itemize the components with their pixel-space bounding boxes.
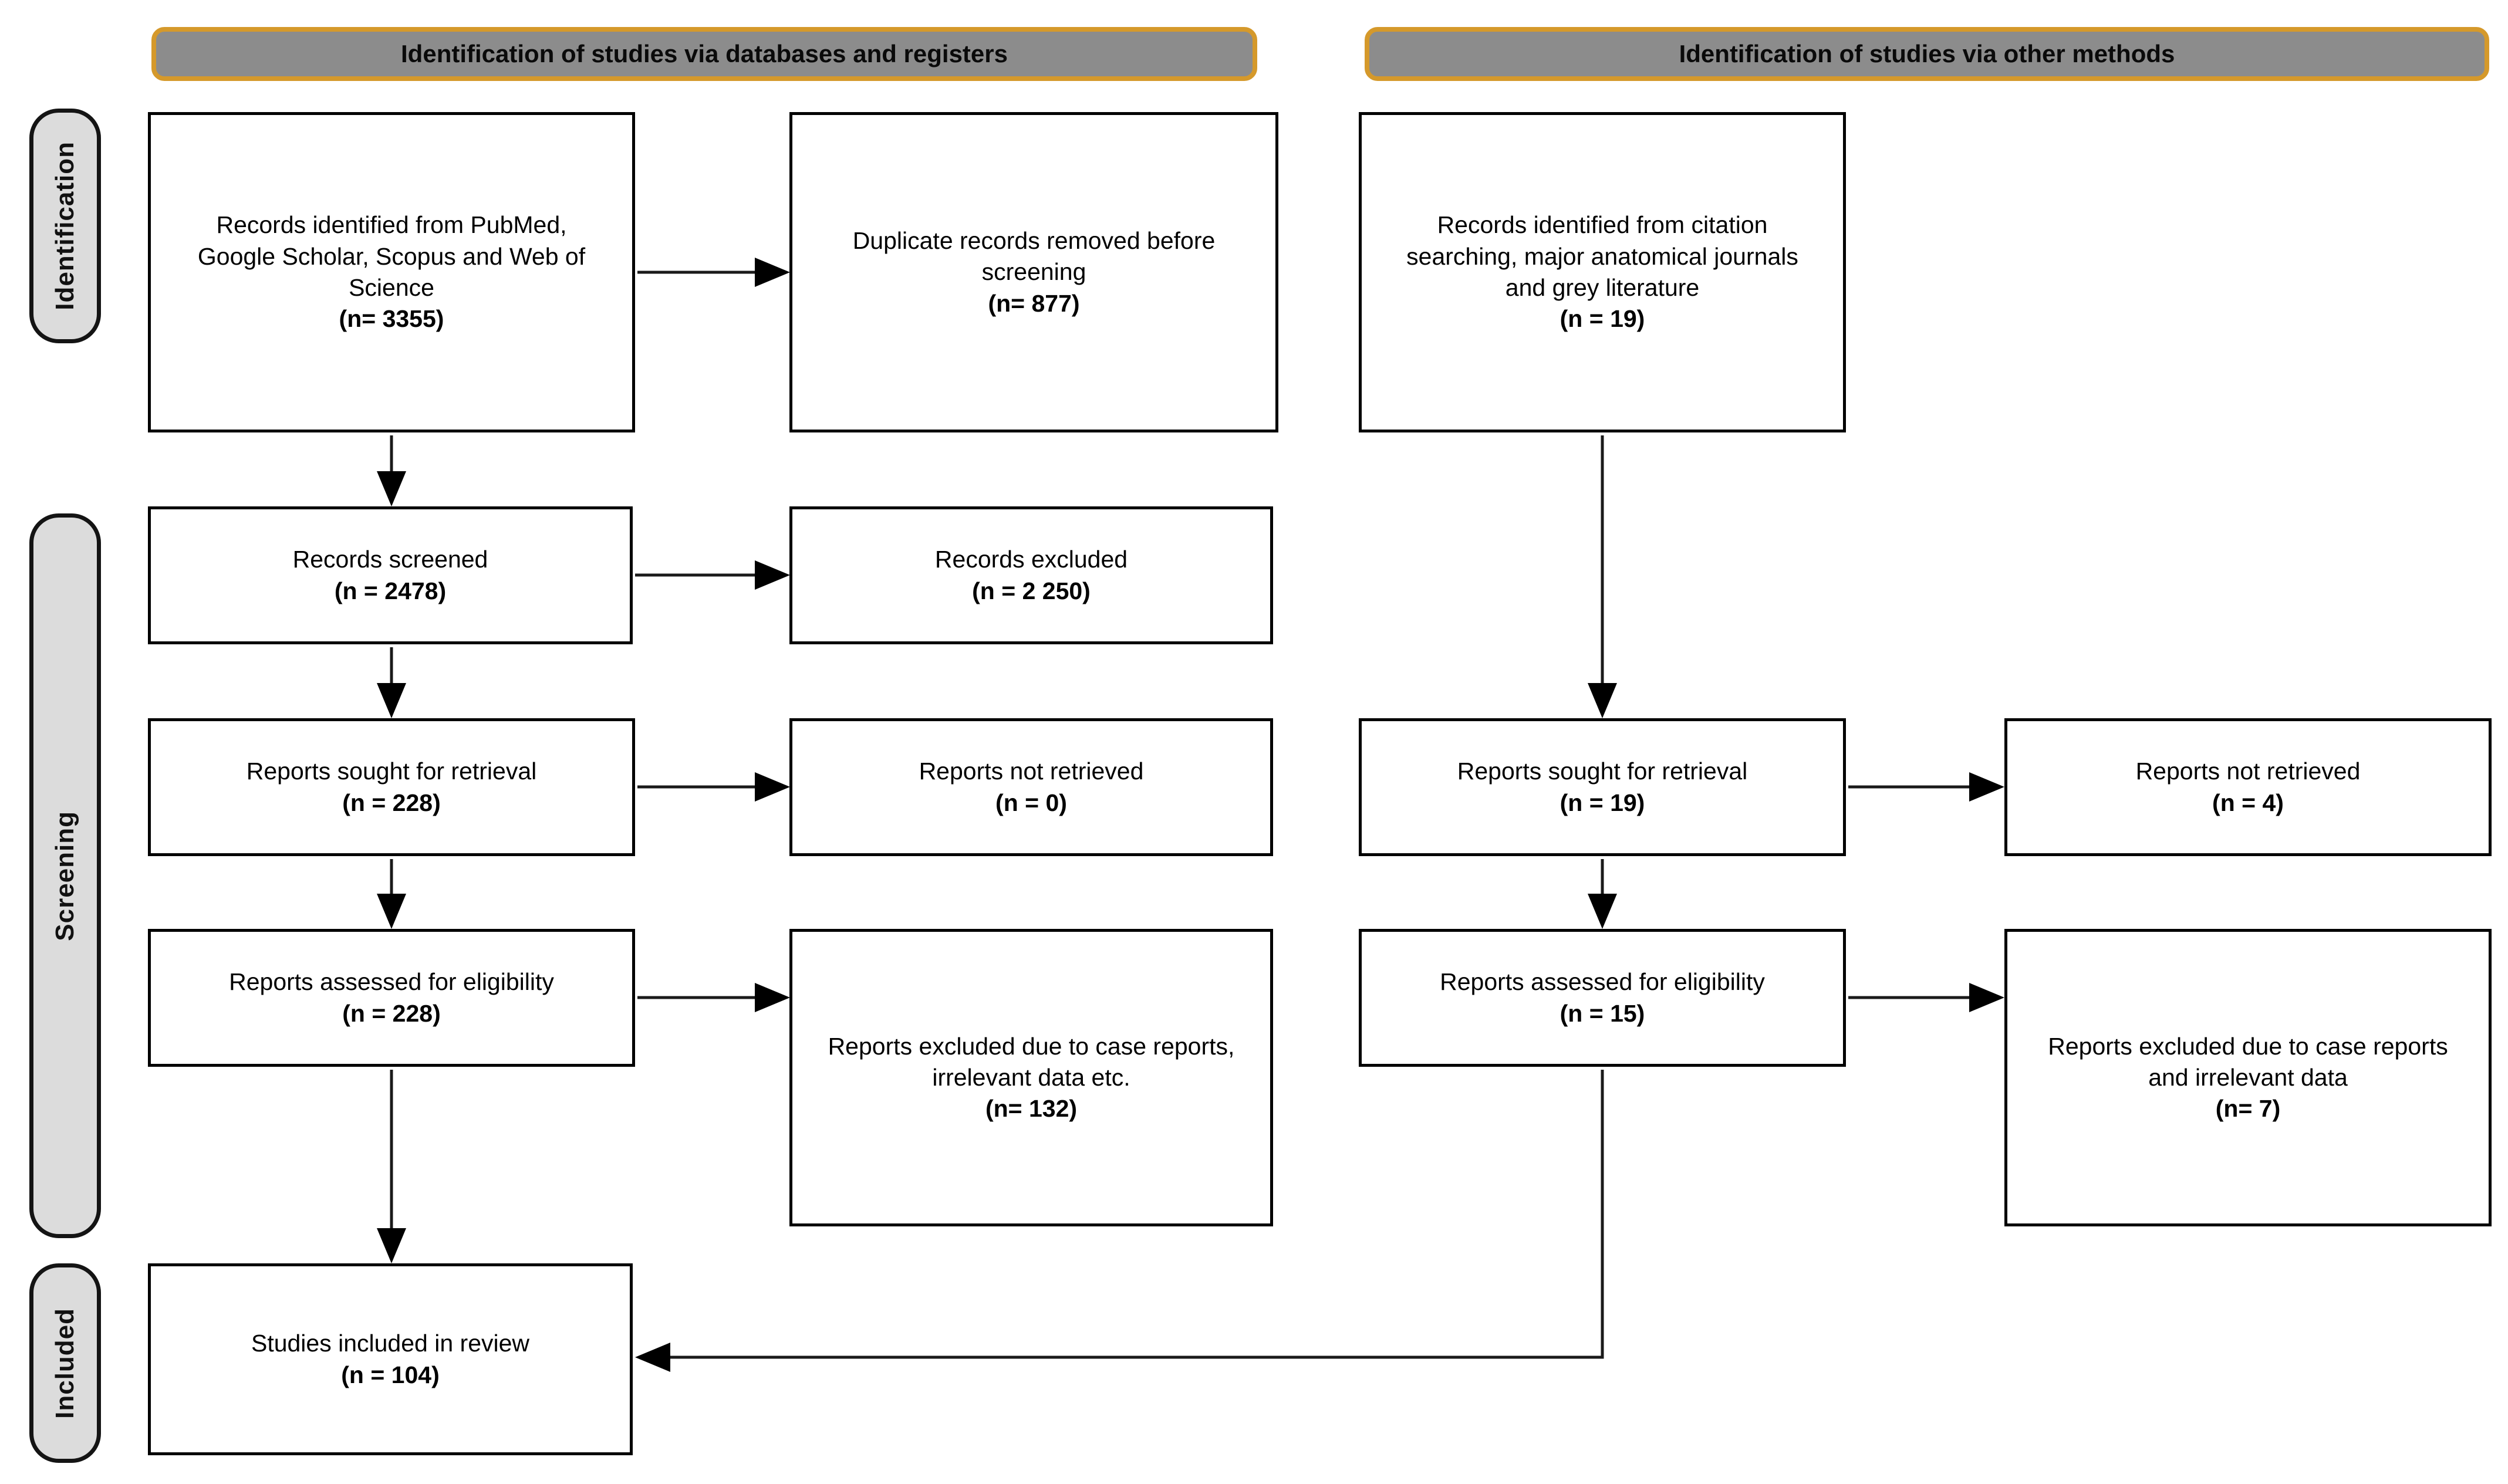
box-text: Duplicate records removed before screeni… (852, 227, 1216, 286)
box-text: Reports assessed for eligibility (1440, 968, 1765, 996)
box-count: (n= 7) (2215, 1095, 2281, 1123)
stage-label-screening: Screening (29, 513, 101, 1238)
box-count: (n= 3355) (339, 305, 444, 333)
box-text: Reports excluded due to case reports and… (2048, 1032, 2448, 1091)
box-text: Records excluded (934, 546, 1128, 573)
stage-label-identification: Identification (29, 109, 101, 343)
box-reports-excluded-other: Reports excluded due to case reports and… (2004, 929, 2492, 1226)
box-reports-sought-databases: Reports sought for retrieval (n = 228) (148, 718, 635, 856)
box-reports-not-retrieved-databases: Reports not retrieved (n = 0) (789, 718, 1273, 856)
box-count: (n= 877) (988, 289, 1080, 317)
box-text: Reports excluded due to case reports, ir… (828, 1032, 1235, 1091)
box-text: Records identified from PubMed, Google S… (197, 211, 586, 301)
box-count: (n = 104) (341, 1361, 440, 1388)
box-count: (n= 132) (985, 1095, 1078, 1123)
box-reports-excluded-databases: Reports excluded due to case reports, ir… (789, 929, 1273, 1226)
box-text: Reports sought for retrieval (1457, 758, 1748, 785)
box-count: (n = 2 250) (972, 577, 1091, 604)
box-duplicates-removed: Duplicate records removed before screeni… (789, 112, 1278, 432)
box-text: Reports sought for retrieval (246, 758, 537, 785)
box-count: (n = 4) (2212, 789, 2284, 816)
box-count: (n = 19) (1560, 789, 1645, 816)
column-header-databases-label: Identification of studies via databases … (401, 40, 1008, 67)
box-count: (n = 15) (1560, 999, 1645, 1027)
box-count: (n = 228) (342, 789, 441, 816)
box-studies-included: Studies included in review (n = 104) (148, 1263, 633, 1455)
box-reports-assessed-other: Reports assessed for eligibility (n = 15… (1359, 929, 1846, 1067)
box-text: Reports not retrieved (919, 758, 1144, 785)
column-header-databases: Identification of studies via databases … (151, 27, 1257, 81)
box-text: Reports not retrieved (2135, 758, 2361, 785)
box-text: Records identified from citation searchi… (1406, 211, 1798, 301)
box-reports-sought-other: Reports sought for retrieval (n = 19) (1359, 718, 1846, 856)
box-records-screened: Records screened (n = 2478) (148, 506, 633, 644)
box-count: (n = 228) (342, 999, 441, 1027)
box-reports-assessed-databases: Reports assessed for eligibility (n = 22… (148, 929, 635, 1067)
box-text: Records screened (292, 546, 488, 573)
box-records-identified-databases: Records identified from PubMed, Google S… (148, 112, 635, 432)
stage-label-included: Included (29, 1263, 101, 1463)
box-count: (n = 19) (1560, 305, 1645, 333)
box-records-identified-other: Records identified from citation searchi… (1359, 112, 1846, 432)
box-count: (n = 0) (995, 789, 1067, 816)
column-header-other-methods-label: Identification of studies via other meth… (1679, 40, 2175, 67)
box-records-excluded: Records excluded (n = 2 250) (789, 506, 1273, 644)
box-text: Studies included in review (251, 1330, 530, 1357)
column-header-other-methods: Identification of studies via other meth… (1365, 27, 2489, 81)
box-text: Reports assessed for eligibility (229, 968, 554, 996)
box-reports-not-retrieved-other: Reports not retrieved (n = 4) (2004, 718, 2492, 856)
box-count: (n = 2478) (334, 577, 447, 604)
arrow-assessed-other-to-included (635, 1070, 1604, 1372)
